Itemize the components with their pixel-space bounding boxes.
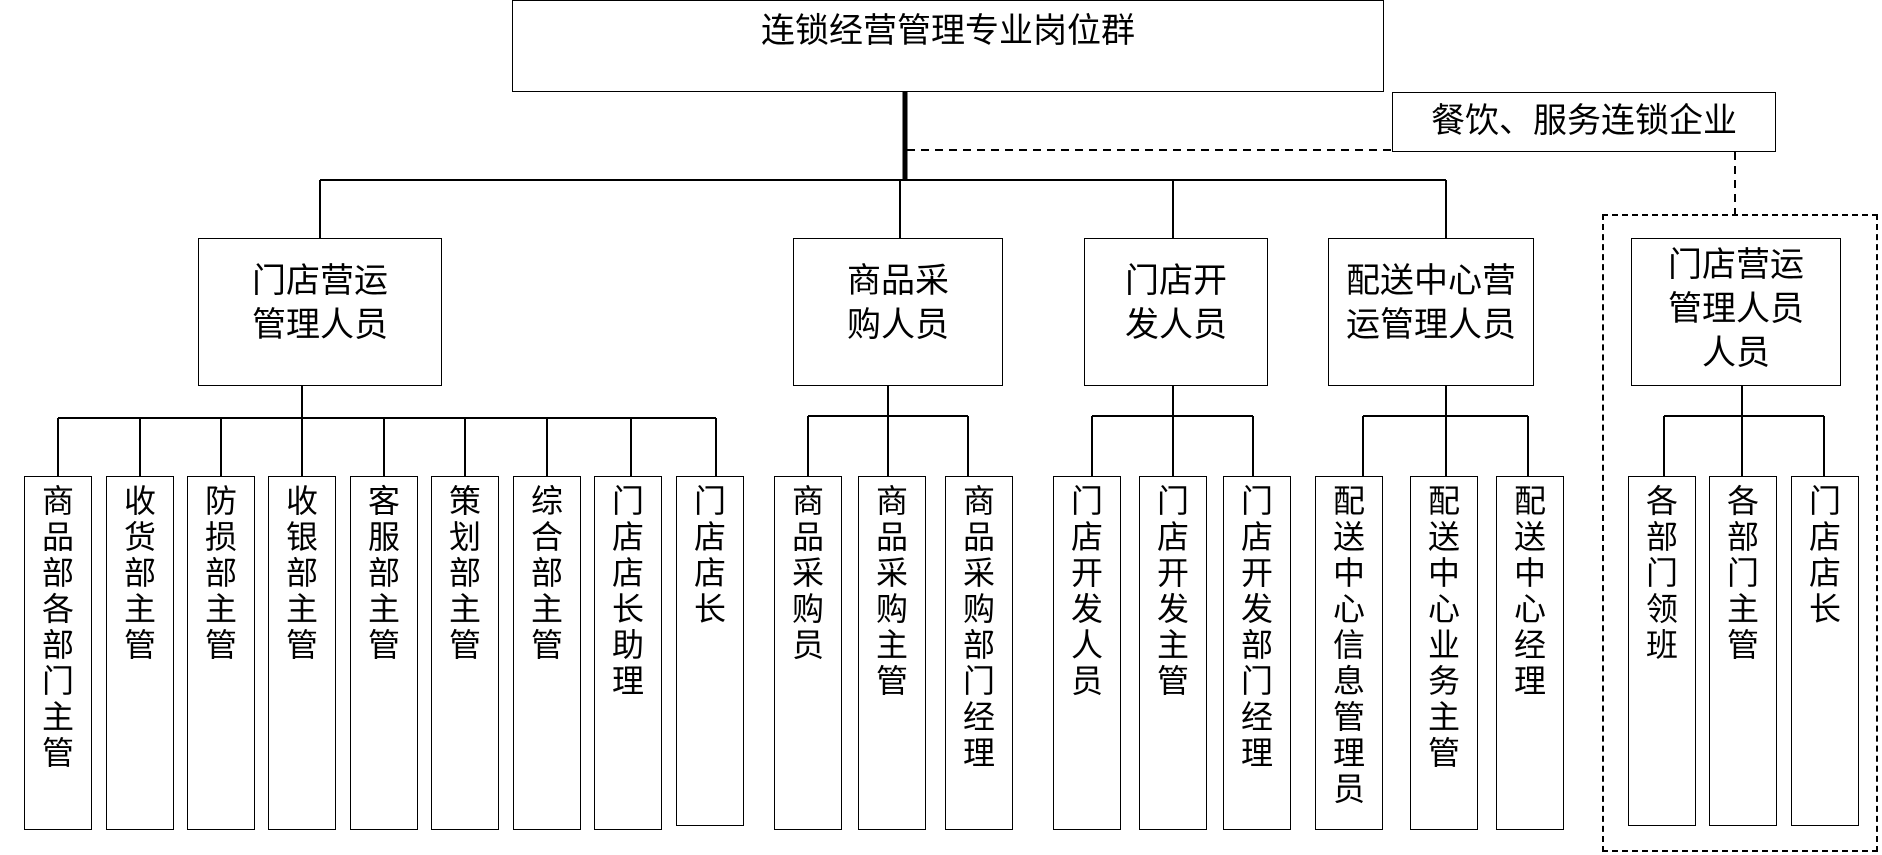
role-box: 商品采购部门经理 [945, 476, 1013, 830]
role-label: 各部门主管 [1726, 482, 1759, 664]
role-box: 门店开发部门经理 [1223, 476, 1291, 830]
role-box: 收货部主管 [106, 476, 174, 830]
role-label: 门店店长 [1808, 482, 1841, 628]
role-label: 配送中心业务主管 [1427, 482, 1460, 772]
role-box: 商品采购员 [774, 476, 842, 830]
role-box: 配送中心经理 [1496, 476, 1564, 830]
category-box: 门店营运 管理人员 人员 [1631, 238, 1841, 386]
category-box: 门店开 发人员 [1084, 238, 1268, 386]
category-label: 商品采 购人员 [847, 261, 949, 345]
role-label: 客服部主管 [367, 482, 400, 664]
role-box: 门店开发主管 [1139, 476, 1207, 830]
role-box: 各部门主管 [1709, 476, 1777, 826]
role-box: 门店店长 [676, 476, 744, 826]
side-label: 餐饮、服务连锁企业 [1431, 101, 1737, 141]
category-box: 商品采 购人员 [793, 238, 1003, 386]
role-box: 策划部主管 [431, 476, 499, 830]
role-box: 门店开发人员 [1053, 476, 1121, 830]
category-box: 配送中心营 运管理人员 [1328, 238, 1534, 386]
role-box: 配送中心信息管理员 [1315, 476, 1383, 830]
role-box: 配送中心业务主管 [1410, 476, 1478, 830]
role-label: 各部门领班 [1645, 482, 1678, 664]
role-box: 防损部主管 [187, 476, 255, 830]
role-label: 配送中心经理 [1513, 482, 1546, 700]
category-label: 门店营运 管理人员 [252, 261, 388, 345]
role-label: 商品采购员 [791, 482, 824, 664]
role-label: 防损部主管 [204, 482, 237, 664]
role-label: 商品采购部门经理 [962, 482, 995, 772]
role-label: 收银部主管 [285, 482, 318, 664]
role-box: 商品部各部门主管 [24, 476, 92, 830]
role-label: 收货部主管 [123, 482, 156, 664]
side-label-box: 餐饮、服务连锁企业 [1392, 92, 1776, 152]
title-box: 连锁经营管理专业岗位群 [512, 0, 1384, 92]
role-box: 门店店长 [1791, 476, 1859, 826]
category-label: 门店开 发人员 [1125, 261, 1227, 345]
role-label: 配送中心信息管理员 [1332, 482, 1365, 808]
role-label: 门店开发人员 [1070, 482, 1103, 700]
role-box: 收银部主管 [268, 476, 336, 830]
category-box: 门店营运 管理人员 [198, 238, 442, 386]
role-box: 各部门领班 [1628, 476, 1696, 826]
role-label: 策划部主管 [448, 482, 481, 664]
role-box: 客服部主管 [350, 476, 418, 830]
role-label: 门店店长助理 [611, 482, 644, 700]
role-label: 商品采购主管 [875, 482, 908, 700]
role-box: 门店店长助理 [594, 476, 662, 830]
role-label: 门店开发部门经理 [1240, 482, 1273, 772]
role-label: 门店开发主管 [1156, 482, 1189, 700]
role-box: 综合部主管 [513, 476, 581, 830]
category-label: 门店营运 管理人员 人员 [1668, 245, 1804, 373]
role-label: 商品部各部门主管 [41, 482, 74, 772]
role-label: 门店店长 [693, 482, 726, 628]
category-label: 配送中心营 运管理人员 [1346, 261, 1516, 345]
role-label: 综合部主管 [530, 482, 563, 664]
page-title: 连锁经营管理专业岗位群 [761, 11, 1135, 51]
role-box: 商品采购主管 [858, 476, 926, 830]
dashed-group-frame [1602, 214, 1878, 852]
